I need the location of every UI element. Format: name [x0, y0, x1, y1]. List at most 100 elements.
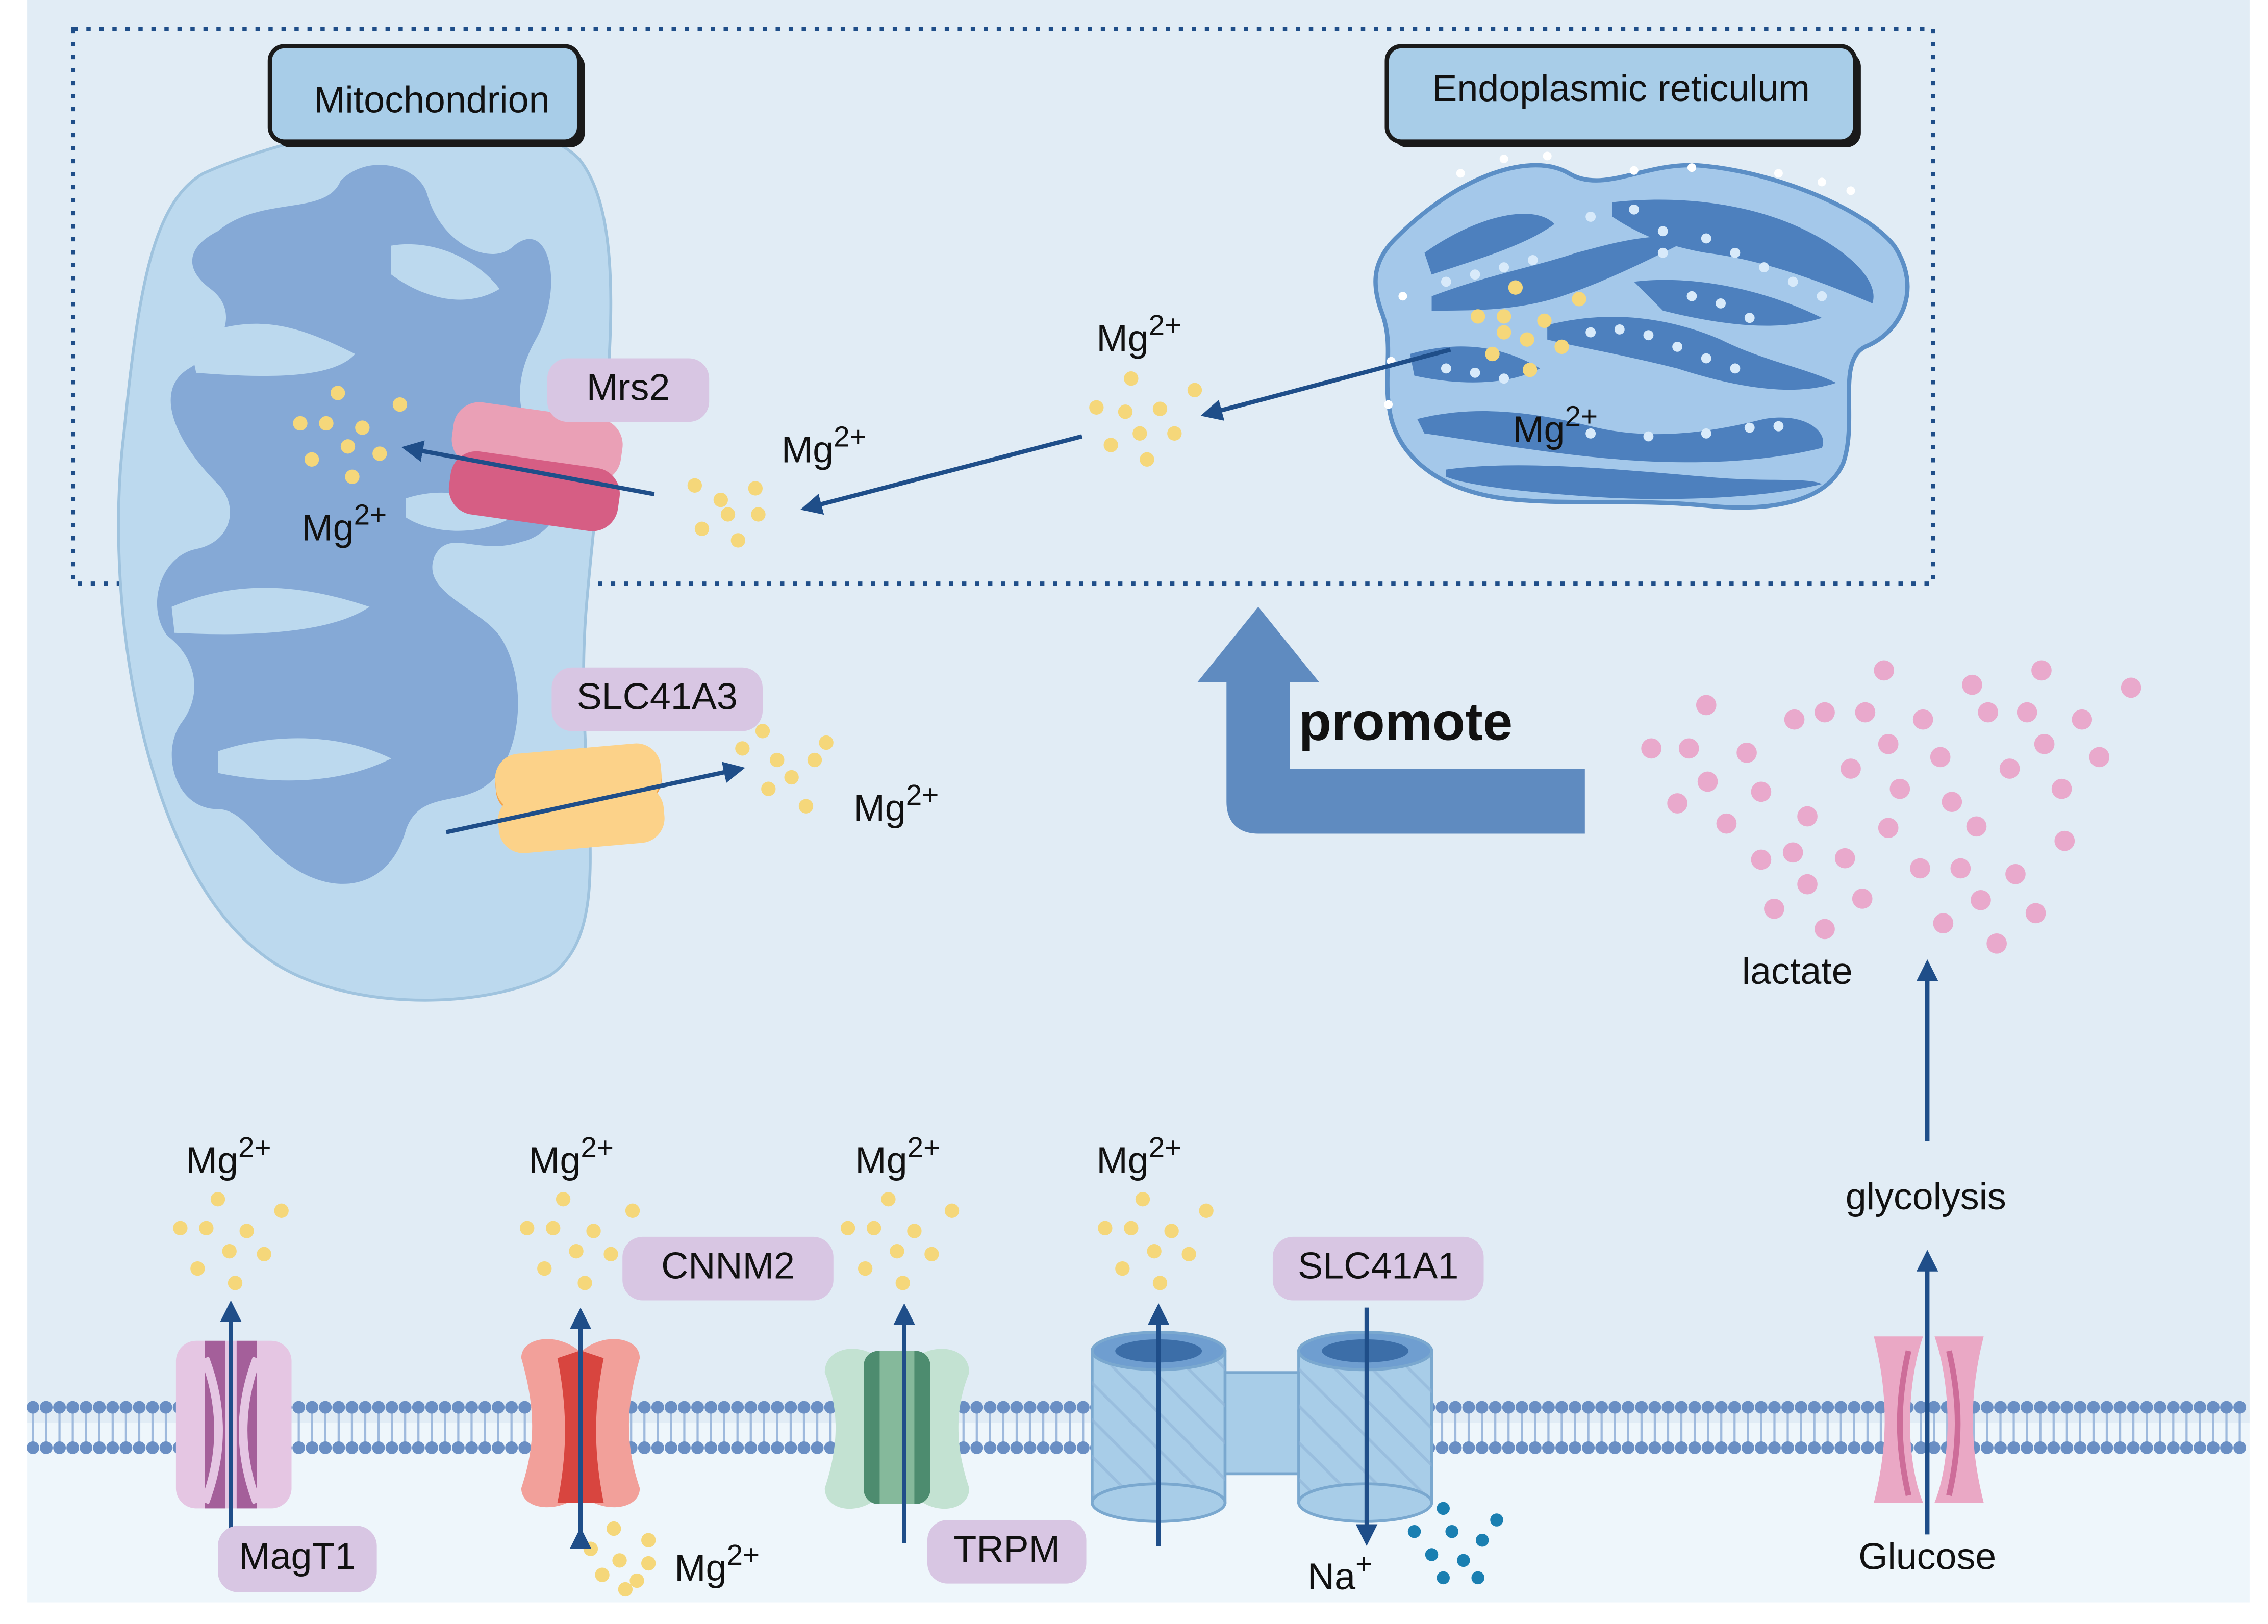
glucose-label: Glucose [1858, 1535, 1996, 1577]
er-vesicle [1701, 353, 1711, 364]
mg-label-slc41a1: Mg2+ [1096, 1132, 1181, 1181]
lipid-head [784, 1441, 797, 1454]
lipid-head [1848, 1401, 1861, 1414]
lactate-molecule [1878, 734, 1899, 754]
er-vesicle [1686, 291, 1697, 301]
lipid-head [1768, 1441, 1781, 1454]
promote-label: promote [1299, 692, 1513, 751]
arrow-mrs2-import [401, 440, 655, 496]
er-vesicle [1672, 341, 1683, 352]
lipid-head [2060, 1441, 2074, 1454]
na-ion-dot [1425, 1548, 1439, 1561]
er-vesicle [1817, 291, 1827, 301]
lipid-head [133, 1401, 146, 1414]
mg-ion-dot [720, 507, 736, 522]
mg-ion-dot [1181, 1247, 1196, 1261]
lipid-head [53, 1401, 66, 1414]
mg-ion-dot [546, 1221, 561, 1235]
mg-ion-dot [1485, 346, 1500, 362]
lipid-head [2034, 1401, 2047, 1414]
lipid-head [1834, 1441, 1848, 1454]
lactate-molecule [2072, 709, 2093, 730]
lipid-head [2074, 1441, 2087, 1454]
lipid-head [2207, 1401, 2220, 1414]
trpm-channel [824, 1349, 970, 1509]
lipid-head [1927, 1401, 1941, 1414]
lipid-head [2034, 1441, 2047, 1454]
er-vesicle [1470, 367, 1480, 378]
lipid-head [1063, 1441, 1076, 1454]
mg-ion-dot [603, 1247, 618, 1261]
mg-ion-dot [228, 1276, 243, 1290]
lipid-head [465, 1441, 478, 1454]
er-vesicle [1629, 204, 1640, 215]
mg-ion-dot [173, 1221, 188, 1235]
lactate-molecule [1950, 858, 1971, 879]
lipid-head [1661, 1401, 1675, 1414]
lactate-molecule [1784, 709, 1805, 730]
lipid-head [2113, 1441, 2127, 1454]
er-vesicle [1499, 262, 1509, 272]
na-ion-dot [1475, 1533, 1489, 1547]
cnnm2-label: CNNM2 [661, 1245, 795, 1287]
lipid-head [2113, 1401, 2127, 1414]
mg-label-cnnm2-out: Mg2+ [674, 1539, 760, 1589]
lipid-head [1475, 1441, 1489, 1454]
lipid-head [1502, 1441, 1515, 1454]
mg-ion-dot [372, 446, 387, 461]
lipid-head [2100, 1441, 2113, 1454]
lipid-head [677, 1401, 691, 1414]
lipid-head [306, 1401, 319, 1414]
lipid-head [1489, 1401, 1502, 1414]
lipid-head [1435, 1441, 1449, 1454]
lipid-head [758, 1441, 771, 1454]
lipid-head [359, 1441, 372, 1454]
mg-ion-dot [1199, 1203, 1214, 1218]
lipid-head [1754, 1401, 1768, 1414]
glycolysis-label: glycolysis [1846, 1175, 2006, 1217]
lipid-head [784, 1401, 797, 1414]
lipid-head [2047, 1441, 2060, 1454]
lipid-head [412, 1441, 425, 1454]
mg-ion-dot [761, 781, 776, 796]
lipid-head [1050, 1401, 1063, 1414]
mg-ion-dot [586, 1224, 601, 1238]
lactate-molecule [1971, 890, 1991, 910]
lipid-head [1861, 1441, 1874, 1454]
lipid-head [492, 1401, 505, 1414]
lipid-head [1542, 1441, 1555, 1454]
lipid-head [1661, 1441, 1675, 1454]
lipid-head [80, 1441, 93, 1454]
mg-ion-dot [687, 478, 702, 493]
lactate-molecule [1678, 738, 1699, 759]
mg-ion-dot [1115, 1261, 1130, 1276]
er-label: Endoplasmic reticulum [1432, 67, 1810, 109]
lipid-head [1754, 1441, 1768, 1454]
lactate-molecule [1751, 849, 1772, 870]
lipid-head [319, 1401, 332, 1414]
mg-ion-dot [340, 439, 356, 454]
er-vesicle [1730, 247, 1741, 258]
lipid-head [957, 1441, 970, 1454]
lipid-head [2140, 1441, 2153, 1454]
lactate-molecule [1878, 818, 1899, 838]
arrow-slc41a3-export [445, 762, 745, 834]
lactate-molecule [2025, 903, 2046, 924]
mg-ion-dot [607, 1521, 621, 1536]
mg-ion-dot [858, 1261, 873, 1276]
lipid-head [1980, 1401, 1994, 1414]
lactate-molecule [2121, 677, 2141, 698]
mrs2-label: Mrs2 [587, 366, 670, 408]
lipid-head [2166, 1441, 2180, 1454]
er-vesicle [1499, 373, 1509, 384]
lipid-head [133, 1441, 146, 1454]
mg-label-cnnm2-in: Mg2+ [528, 1132, 614, 1181]
er-vesicle [1744, 313, 1755, 323]
mg-ion-dot [694, 521, 710, 536]
lipid-head [1515, 1441, 1528, 1454]
er-vesicle [1773, 421, 1784, 432]
slc41a3-label-pill: SLC41A3 [551, 667, 763, 731]
mg-ion-dot [755, 724, 770, 739]
na-ion-dots [1407, 1502, 1503, 1585]
mg-ion-dot [210, 1192, 225, 1207]
